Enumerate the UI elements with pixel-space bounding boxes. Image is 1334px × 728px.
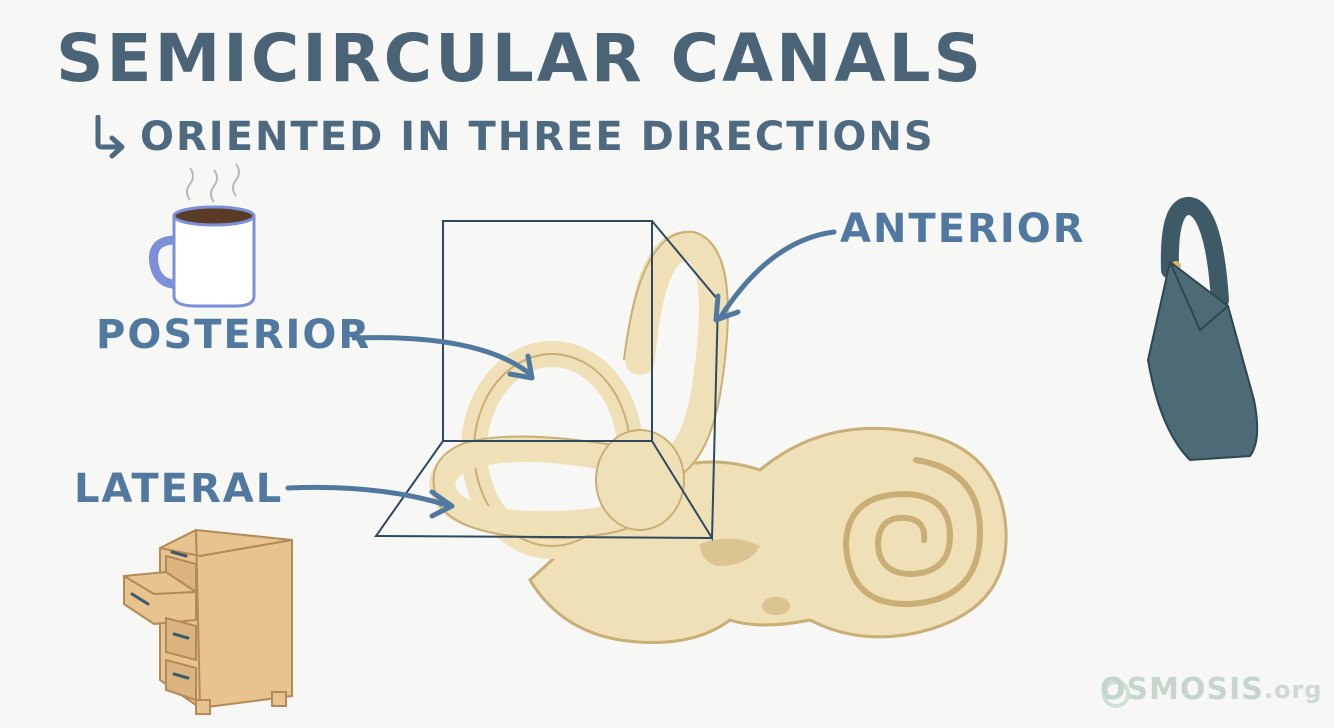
osmosis-logo: OSMOSIS .org xyxy=(1100,672,1322,707)
anterior-pointer-arrow xyxy=(716,232,834,320)
logo-brand: OSMOSIS xyxy=(1100,672,1264,707)
inner-ear-illustration xyxy=(434,232,1007,643)
lateral-pointer-arrow xyxy=(288,487,452,516)
logo-suffix: .org xyxy=(1264,676,1323,704)
filing-cabinet-icon xyxy=(124,530,292,714)
coffee-mug-icon xyxy=(153,164,254,306)
handbag-icon xyxy=(1148,206,1257,460)
